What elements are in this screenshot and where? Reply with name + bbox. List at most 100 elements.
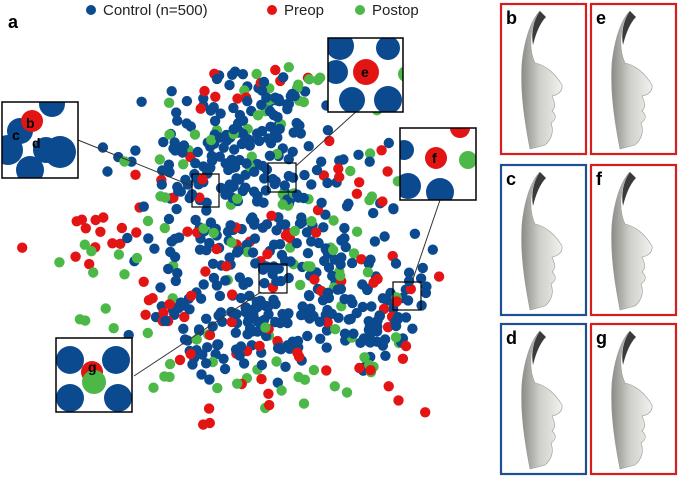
scatter-point	[276, 249, 288, 261]
scatter-point	[201, 313, 212, 324]
scatter-point	[214, 132, 226, 143]
scatter-point	[54, 257, 65, 268]
scatter-point	[107, 238, 118, 249]
scatter-point	[334, 171, 345, 183]
scatter-point	[240, 182, 251, 193]
scatter-point	[293, 371, 304, 383]
scatter-point	[197, 349, 208, 360]
scatter-point	[362, 267, 374, 278]
scatter-point	[172, 115, 183, 126]
scatter-point	[322, 317, 333, 328]
scatter-point	[283, 272, 294, 284]
face-panel-frame-f	[589, 163, 678, 317]
scatter-point	[315, 333, 326, 344]
scatter-point	[160, 315, 171, 327]
scatter-point	[332, 284, 343, 295]
zoom-inset-g: g	[55, 337, 133, 413]
scatter-point	[149, 243, 160, 254]
scatter-point	[230, 327, 241, 338]
face-panel-label-c: c	[506, 169, 516, 189]
scatter-point	[287, 172, 299, 183]
legend-label-postop: Postop	[372, 2, 419, 19]
scatter-point	[335, 270, 346, 281]
scatter-point	[336, 235, 347, 246]
scatter-point	[364, 156, 375, 167]
scatter-point	[181, 95, 193, 107]
zoom-point	[400, 140, 414, 160]
scatter-point	[322, 125, 334, 136]
scatter-point	[163, 263, 174, 275]
scatter-point	[97, 142, 109, 153]
scatter-point	[421, 281, 432, 292]
scatter-point	[198, 223, 209, 234]
scatter-point	[200, 358, 212, 369]
scatter-point	[263, 388, 274, 399]
scatter-point	[272, 132, 283, 143]
scatter-point	[224, 79, 235, 91]
face-panel-f: f	[589, 163, 678, 317]
scatter-plot	[17, 53, 445, 430]
scatter-point	[405, 283, 416, 295]
scatter-point	[218, 353, 229, 364]
scatter-point	[322, 177, 333, 189]
scatter-point	[261, 164, 273, 175]
scatter-point	[324, 135, 335, 147]
scatter-point	[316, 197, 327, 208]
scatter-point	[309, 274, 320, 285]
scatter-point	[291, 117, 302, 129]
scatter-point	[142, 215, 154, 227]
scatter-point	[147, 293, 158, 304]
scatter-point	[229, 66, 241, 77]
zoom-inset-f-frame	[399, 127, 477, 201]
scatter-point	[190, 214, 201, 226]
scatter-point	[368, 277, 379, 288]
face-render-c	[521, 171, 563, 311]
scatter-point	[204, 237, 215, 249]
scatter-point	[215, 108, 226, 119]
scatter-point	[297, 301, 308, 312]
scatter-point	[136, 96, 147, 108]
scatter-point	[215, 307, 227, 318]
scatter-point	[291, 238, 302, 249]
scatter-point	[182, 226, 193, 237]
scatter-point	[318, 222, 329, 233]
zoom-point	[39, 102, 65, 117]
scatter-point	[417, 262, 428, 274]
scatter-point	[263, 309, 274, 320]
scatter-point	[354, 177, 365, 188]
scatter-point	[113, 249, 125, 260]
scatter-point	[234, 174, 245, 185]
face-render-g	[611, 330, 653, 470]
scatter-point	[280, 361, 291, 372]
scatter-point	[363, 316, 374, 327]
scatter-point	[171, 107, 182, 118]
scatter-point	[388, 203, 399, 214]
scatter-point	[314, 316, 325, 327]
scatter-point	[179, 311, 190, 323]
scatter-point	[357, 301, 368, 313]
scatter-point	[314, 72, 326, 83]
scatter-point	[210, 349, 221, 360]
highlight-boxes	[191, 162, 422, 311]
scatter-point	[204, 374, 215, 385]
connector-lines	[77, 109, 441, 377]
scatter-point	[226, 237, 237, 248]
scatter-point	[166, 86, 177, 97]
scatter-point	[266, 210, 277, 221]
scatter-point	[224, 252, 235, 263]
scatter-point	[206, 155, 218, 166]
scatter-point	[116, 222, 128, 234]
face-panel-frame-b	[499, 2, 588, 156]
scatter-point	[245, 214, 257, 225]
scatter-point	[288, 127, 299, 138]
scatter-point	[390, 332, 402, 343]
scatter-point	[131, 252, 143, 264]
scatter-point	[283, 154, 294, 165]
scatter-point	[115, 238, 126, 249]
connector-f	[411, 199, 441, 283]
scatter-point	[291, 189, 303, 200]
scatter-point	[391, 296, 402, 307]
zoom-point	[33, 137, 59, 163]
face-panel-e: e	[589, 2, 678, 156]
